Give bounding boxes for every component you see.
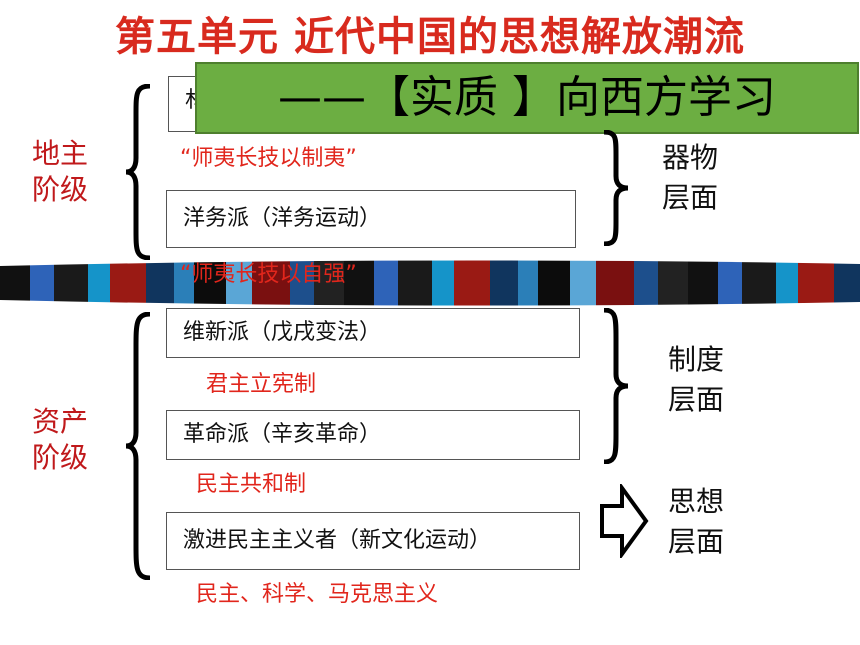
left-brace-top [125, 84, 151, 260]
note-democratic-republic: 民主共和制 [196, 472, 307, 497]
band-stripe [798, 260, 834, 306]
band-stripe [344, 260, 374, 306]
band-stripe [634, 260, 658, 306]
right-brace-top [603, 130, 629, 246]
band-stripe [194, 260, 226, 306]
band-stripe [432, 260, 454, 306]
label-material-line1: 器物 [662, 141, 719, 174]
band-stripe [146, 260, 174, 306]
label-landlord-line1: 地主 [32, 137, 89, 170]
box-revolutionaries-text: 革命派（辛亥革命） [183, 422, 382, 447]
band-stripe [226, 260, 252, 306]
band-stripe [538, 260, 570, 306]
band-stripe [110, 260, 146, 306]
band-stripe [596, 260, 634, 306]
label-thought-line2: 层面 [668, 525, 725, 558]
label-thought-level: 思想 层面 [668, 482, 724, 562]
band-stripe [776, 260, 798, 306]
label-landlord-line2: 阶级 [32, 173, 89, 206]
band-stripe [88, 260, 110, 306]
band-stripe [30, 260, 54, 306]
box-radical-democrats-text: 激进民主主义者（新文化运动） [183, 528, 492, 553]
label-bourgeois-line2: 阶级 [32, 441, 89, 474]
band-stripe [398, 260, 432, 306]
box-reformists-text: 维新派（戊戌变法） [183, 320, 382, 345]
band-stripe [0, 260, 30, 306]
label-material-level: 器物 层面 [662, 138, 718, 218]
band-stripe [688, 260, 718, 306]
band-stripe [718, 260, 742, 306]
band-stripe [374, 260, 398, 306]
label-bourgeois-line1: 资产 [32, 405, 89, 438]
striped-band [0, 260, 860, 306]
band-stripe [742, 260, 776, 306]
note-democracy-science-marxism: 民主、科学、马克思主义 [196, 582, 439, 607]
band-stripe [314, 260, 344, 306]
band-stripe [570, 260, 596, 306]
band-stripe [174, 260, 194, 306]
band-stripe [290, 260, 314, 306]
note-learn-to-strengthen: “师夷长技以自强” [180, 262, 357, 287]
box-westernization-text: 洋务派（洋务运动） [183, 206, 382, 231]
box-revolutionaries: 革命派（辛亥革命） [166, 410, 580, 460]
band-stripe [658, 260, 688, 306]
right-arrow-icon [600, 484, 649, 558]
label-material-line2: 层面 [662, 181, 719, 214]
essence-banner: ——【实质 】向西方学习 [195, 62, 859, 134]
left-brace-bottom [125, 312, 151, 580]
band-stripe [54, 260, 88, 306]
box-westernization: 洋务派（洋务运动） [166, 190, 576, 248]
label-bourgeois-class: 资产 阶级 [32, 404, 88, 476]
band-stripe [252, 260, 290, 306]
label-system-level: 制度 层面 [668, 340, 724, 420]
label-landlord-class: 地主 阶级 [32, 136, 88, 208]
note-learn-to-control: “师夷长技以制夷” [180, 146, 357, 171]
page-title: 第五单元 近代中国的思想解放潮流 [115, 14, 745, 60]
note-constitutional-monarchy: 君主立宪制 [206, 372, 317, 397]
box-radical-democrats: 激进民主主义者（新文化运动） [166, 512, 580, 570]
band-stripe [518, 260, 538, 306]
label-system-line2: 层面 [668, 383, 725, 416]
box-reformists: 维新派（戊戌变法） [166, 308, 580, 358]
label-thought-line1: 思想 [668, 485, 725, 518]
label-system-line1: 制度 [668, 343, 725, 376]
band-stripe [490, 260, 518, 306]
band-stripe [834, 260, 860, 306]
band-stripe [454, 260, 490, 306]
right-brace-bottom [603, 308, 629, 464]
